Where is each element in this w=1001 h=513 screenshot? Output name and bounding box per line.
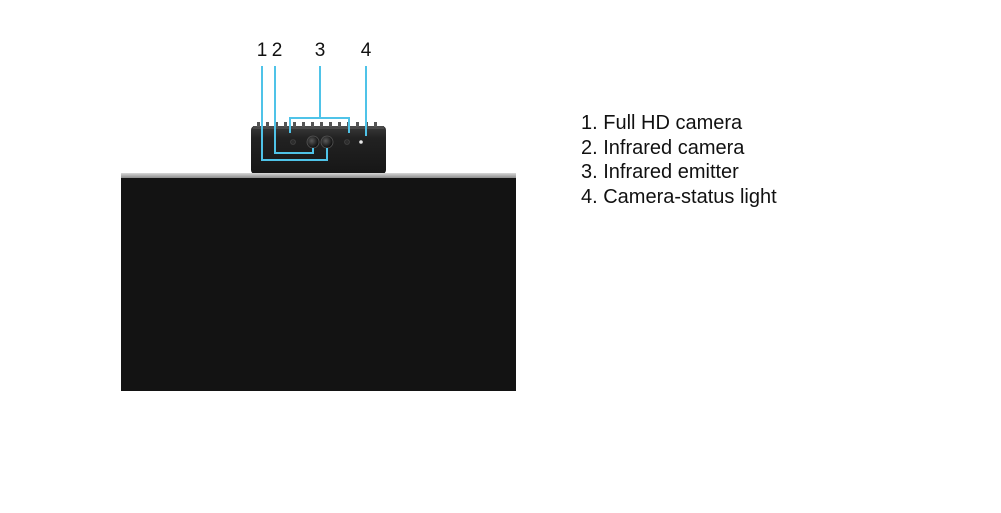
camera-housing [251, 126, 386, 174]
callout-numbers: 1 2 3 4 [257, 40, 372, 61]
monitor-screen [121, 178, 516, 391]
callout-number-3: 3 [315, 40, 326, 61]
infrared-camera-lens [306, 135, 320, 149]
infrared-emitter-right [344, 139, 350, 145]
callout-line-2 [274, 66, 314, 154]
legend-item-infrared-emitter: 3. Infrared emitter [581, 161, 739, 183]
callout-legend: 1. Full HD camera 2. Infrared camera 3. … [581, 111, 777, 209]
legend-item-full-hd-camera: 1. Full HD camera [581, 112, 743, 134]
callout-number-2: 2 [272, 40, 283, 61]
callout-lines [261, 66, 367, 161]
callout-number-4: 4 [361, 40, 372, 61]
callout-number-1: 1 [257, 40, 268, 61]
legend-item-infrared-camera: 2. Infrared camera [581, 136, 745, 159]
legend-item-camera-status-light: 4. Camera-status light [581, 185, 777, 208]
monitor [121, 173, 516, 391]
callout-line-1 [261, 66, 328, 161]
infrared-emitter-left [290, 139, 296, 145]
monitor-top-bezel [121, 173, 516, 178]
camera-status-light [359, 140, 363, 144]
camera-top-edge [253, 126, 384, 129]
full-hd-camera-lens [320, 135, 334, 149]
